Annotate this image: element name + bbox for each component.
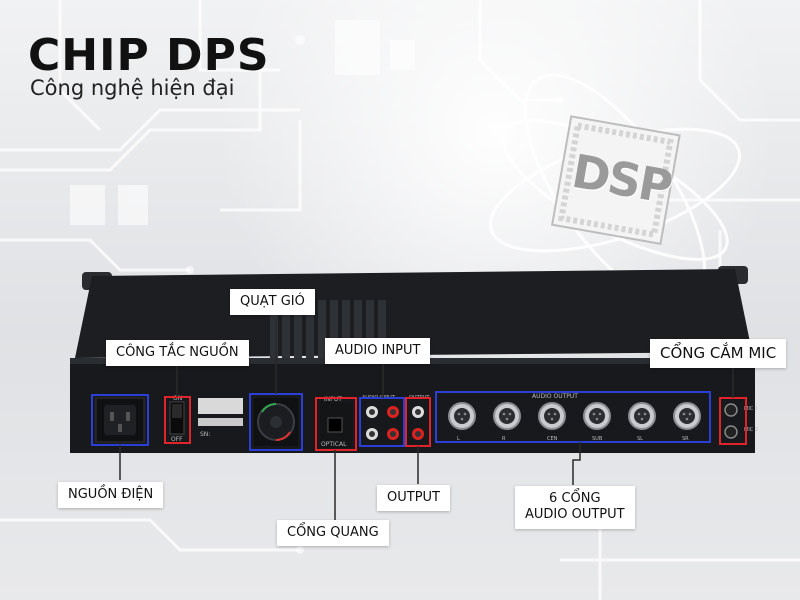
page-title: CHIP DPS [28, 30, 270, 81]
xlr-socket [589, 408, 605, 424]
xlr-label: SR [682, 436, 689, 442]
xlr-pin [598, 412, 602, 416]
xlr-connectors: L R CEN SUB SL SR [448, 402, 701, 442]
xlr-label: CEN [547, 436, 558, 442]
panel-mic2-text: MIC 2 [744, 427, 758, 433]
xlr-socket [544, 408, 560, 424]
label-cong-quang: CỔNG QUANG [277, 520, 389, 547]
switch-off-text: OFF [171, 436, 183, 443]
xlr-pin [550, 417, 554, 421]
panel-optical-text: OPTICAL [321, 441, 347, 448]
xlr-label: SUB [592, 436, 603, 442]
label-six-audio-output: 6 CỔNG AUDIO OUTPUT [515, 486, 635, 529]
switch-on-text: ON [173, 395, 182, 402]
xlr-pin [547, 412, 551, 416]
xlr-socket [499, 408, 515, 424]
xlr-pin [643, 412, 647, 416]
xlr-label: R [502, 436, 506, 442]
xlr-pin [682, 412, 686, 416]
label-quat-gio: QUẠT GIÓ [230, 289, 315, 316]
xlr-pin [688, 412, 692, 416]
xlr-socket [454, 408, 470, 424]
xlr-pin [640, 417, 644, 421]
panel-audio-output-text: AUDIO OUTPUT [532, 393, 578, 400]
label-nguon-dien: NGUỒN ĐIỆN [58, 482, 164, 509]
xlr-socket [679, 408, 695, 424]
xlr-pin [592, 412, 596, 416]
label-six-line2: AUDIO OUTPUT [525, 507, 625, 523]
xlr-pin [508, 412, 512, 416]
label-cong-tac-nguon: CÔNG TẮC NGUỒN [106, 340, 249, 367]
xlr-label: L [457, 436, 460, 442]
xlr-pin [463, 412, 467, 416]
label-cong-cam-mic: CỔNG CẮM MIC [650, 339, 787, 368]
xlr-pin [505, 417, 509, 421]
label-output: OUTPUT [377, 485, 450, 512]
xlr-pin [637, 412, 641, 416]
xlr-pin [460, 417, 464, 421]
xlr-pin [685, 417, 689, 421]
xlr-socket [634, 408, 650, 424]
serial-label: SN: [200, 431, 210, 438]
xlr-pin [595, 417, 599, 421]
label-audio-input: AUDIO INPUT [325, 338, 431, 365]
page-subtitle: Công nghệ hiện đại [30, 76, 235, 100]
label-six-line1: 6 CỔNG [549, 491, 601, 506]
panel-mic1-text: MIC 1 [744, 406, 758, 412]
xlr-pin [502, 412, 506, 416]
xlr-pin [553, 412, 557, 416]
panel-input-text: INPUT [324, 396, 342, 403]
xlr-pin [457, 412, 461, 416]
xlr-label: SL [637, 436, 643, 442]
